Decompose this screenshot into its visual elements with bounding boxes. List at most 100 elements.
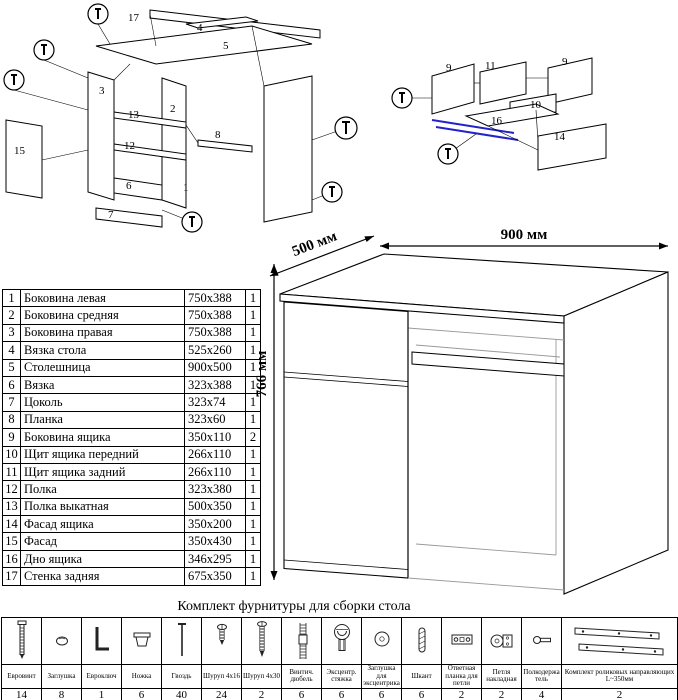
part-num: 15 — [2, 532, 21, 551]
panel-side-right — [87, 71, 115, 201]
hardware-name: Заглушка — [41, 664, 82, 689]
hardware-name: Комплект роликовых направляющих L~350мм — [561, 664, 678, 689]
part-name: Фасад ящика — [20, 515, 185, 534]
hardware-qty: 2 — [441, 687, 482, 700]
part-label: 14 — [554, 131, 566, 143]
drawer-back — [479, 61, 527, 105]
hardware-qty: 1 — [81, 687, 122, 700]
hardware-qty: 6 — [401, 687, 442, 700]
part-size: 323x60 — [184, 410, 246, 430]
hardware-qty: 6 — [281, 687, 322, 700]
euroscrew-icon — [1, 617, 42, 665]
part-qty: 1 — [245, 532, 261, 551]
hardware-name: Евровинт — [1, 664, 42, 689]
panel-pullout-shelf — [113, 111, 187, 129]
drawer-side-left — [431, 63, 475, 115]
part-name: Планка — [20, 410, 185, 430]
dowel-icon — [401, 617, 442, 665]
width-dimension: 900 мм — [380, 227, 668, 250]
part-qty: 1 — [245, 323, 261, 343]
part-name: Стенка задняя — [20, 567, 185, 586]
hardware-qty-row: 14 8 1 6 40 24 2 6 6 6 6 2 2 4 2 — [1, 687, 678, 700]
width-label: 900 мм — [501, 227, 548, 243]
hexkey-icon — [81, 617, 122, 665]
part-size: 266x110 — [184, 462, 246, 482]
desk-panels — [5, 9, 321, 228]
part-label: 8 — [215, 129, 221, 141]
dowel-screw-icon — [281, 617, 322, 665]
drawer-slides-icon — [561, 617, 678, 665]
part-label: 12 — [124, 140, 135, 152]
screw-4x30-icon — [241, 617, 282, 665]
part-name: Вязка — [20, 375, 185, 395]
hardware-name: Полкодержатель — [521, 664, 562, 689]
part-label: 9 — [446, 62, 452, 74]
hardware-qty: 2 — [561, 687, 678, 700]
assembly-lines — [41, 13, 265, 161]
hardware-qty: 14 — [1, 687, 42, 700]
roller-guides — [431, 119, 519, 141]
panel-side-left — [263, 75, 313, 223]
desk-cabinet-front — [283, 301, 409, 579]
part-number-labels: 17 5 4 3 2 13 12 6 1 7 8 15 — [14, 12, 229, 221]
part-qty: 1 — [245, 567, 261, 586]
hardware-table: Евровинт Заглушка Евроключ Ножка Гвоздь … — [1, 617, 678, 700]
part-qty: 2 — [245, 428, 261, 447]
screw-detail-callout — [311, 181, 343, 203]
part-size: 323x388 — [184, 375, 246, 395]
part-qty: 1 — [245, 497, 261, 517]
cam-lock-icon — [321, 617, 362, 665]
part-number-labels: 11 9 9 10 16 14 — [446, 56, 568, 143]
part-name: Столешница — [20, 358, 185, 377]
exploded-view-desk: 17 5 4 3 2 13 12 6 1 7 8 15 — [3, 3, 358, 233]
hardware-qty: 24 — [201, 687, 242, 700]
part-qty: 1 — [245, 288, 261, 308]
screw-4x16-icon — [201, 617, 242, 665]
part-name: Полка — [20, 480, 185, 499]
hardware-qty: 6 — [321, 687, 362, 700]
part-num: 9 — [2, 428, 21, 447]
hardware-name: Евроключ — [81, 664, 122, 689]
hardware-qty: 2 — [241, 687, 282, 700]
floor-line — [407, 577, 565, 591]
part-label: 4 — [197, 22, 203, 34]
hinge-plate-icon — [441, 617, 482, 665]
part-size: 266x110 — [184, 445, 246, 464]
hardware-qty: 4 — [521, 687, 562, 700]
part-name: Вязка стола — [20, 341, 185, 360]
part-qty: 1 — [245, 549, 261, 569]
part-qty: 1 — [245, 515, 261, 534]
part-label: 17 — [128, 12, 140, 24]
part-num: 6 — [2, 375, 21, 395]
part-num: 11 — [2, 462, 21, 482]
panel-desktop — [95, 25, 313, 65]
part-num: 1 — [2, 288, 21, 308]
hardware-name: Шкант — [401, 664, 442, 689]
foot-icon — [121, 617, 162, 665]
hardware-qty: 8 — [41, 687, 82, 700]
part-num: 3 — [2, 323, 21, 343]
desk-right-side-panel — [563, 271, 669, 595]
part-size: 750x388 — [184, 323, 246, 343]
part-label: 2 — [170, 103, 176, 115]
hardware-qty: 6 — [361, 687, 402, 700]
part-label: 3 — [99, 85, 105, 97]
part-num: 2 — [2, 306, 21, 325]
part-size: 346x295 — [184, 549, 246, 569]
drawer-side-right — [547, 57, 593, 105]
panel-vyazka-stola — [185, 16, 259, 29]
part-size: 350x200 — [184, 515, 246, 534]
hardware-section: Комплект фурнитуры для сборки стола — [1, 599, 678, 700]
part-num: 17 — [2, 567, 21, 586]
part-label: 9 — [562, 56, 568, 68]
part-size: 525x260 — [184, 341, 246, 360]
screw-detail-callout — [33, 39, 89, 79]
